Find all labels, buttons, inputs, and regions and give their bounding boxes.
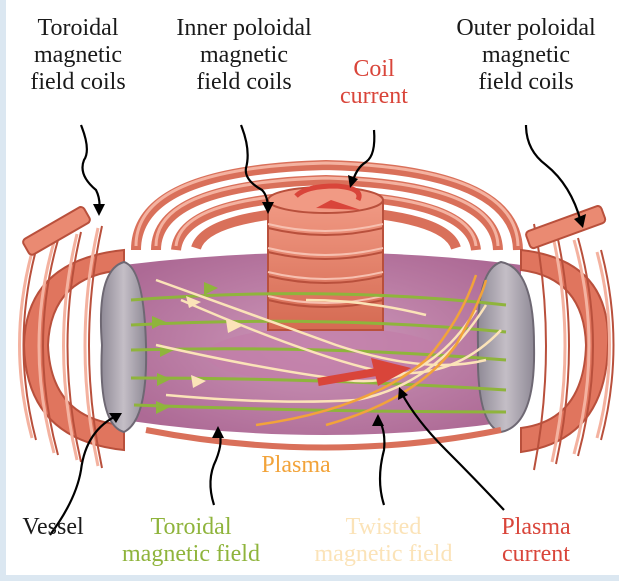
inner-poloidal-coil-stack	[268, 187, 383, 330]
label-plasma: Plasma	[246, 452, 346, 479]
label-plasma-current: Plasma current	[471, 514, 601, 568]
right-vessel-section	[478, 262, 534, 432]
label-toroidal-magnetic-field: Toroidal magnetic field	[91, 514, 291, 568]
label-outer-poloidal-coils: Outer poloidal magnetic field coils	[431, 15, 619, 96]
label-vessel: Vessel	[8, 514, 98, 541]
label-coil-current: Coil current	[324, 56, 424, 110]
label-inner-poloidal-coils: Inner poloidal magnetic field coils	[144, 15, 344, 96]
label-toroidal-field-coils: Toroidal magnetic field coils	[8, 15, 148, 96]
label-twisted-magnetic-field: Twisted magnetic field	[291, 514, 476, 568]
